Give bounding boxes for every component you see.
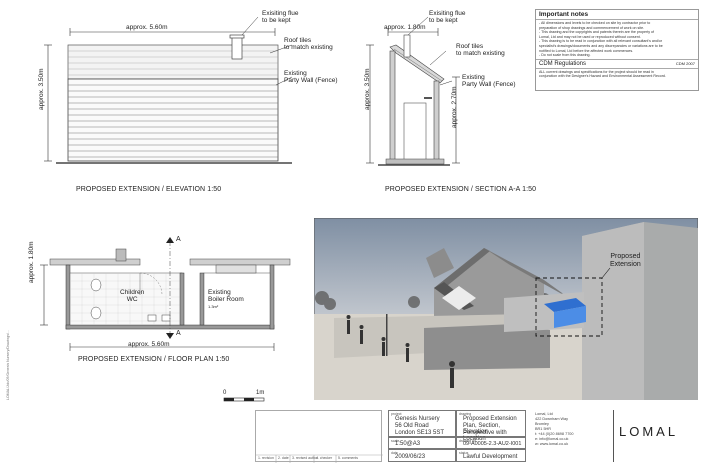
section-marker-bottom: A [176, 330, 181, 337]
section-drawing [366, 16, 460, 166]
elevation-title: PROPOSED EXTENSION / ELEVATION 1:50 [76, 186, 222, 193]
cdm-year: CDM 2007 [675, 60, 695, 66]
scale-cell: scale 1:50@A3 [388, 437, 456, 449]
project-address-2: London SE13 5ST [395, 430, 445, 436]
date-cell: date 2009/06/23 [388, 449, 456, 462]
lomal-logo: LOMAL [619, 424, 679, 439]
important-notes-panel: Important notes - All dimensions and lev… [535, 9, 699, 91]
cdm-label: CDM Regulations [539, 60, 587, 67]
floorplan-title: PROPOSED EXTENSION / FLOOR PLAN 1:50 [78, 356, 230, 363]
status-key: status [459, 451, 469, 455]
section-title: PROPOSED EXTENSION / SECTION A-A 1:50 [385, 186, 537, 193]
drawing-number-cell: drawing no. 09-A0005-2.3-AU2-I001 [456, 437, 526, 449]
drawing-number-value: 09-A0005-2.3-AU2-I001 [463, 441, 522, 447]
project-name: Genesis Nursery [395, 416, 440, 422]
scale-value: 1:50@A3 [395, 441, 421, 447]
floorplan-width-dimension: approx. 5.60m [128, 341, 170, 348]
section-width-dimension: approx. 1.80m [384, 24, 426, 31]
notes-body: - All dimensions and levels to be checke… [539, 21, 663, 58]
title-block: 1. revision 2. date 3. revised author 4.… [255, 410, 695, 463]
drawing-line-3: Perspective with Location [463, 430, 507, 442]
elevation-width-dimension: approx. 5.60m [126, 24, 168, 31]
elevation-drawing [44, 16, 293, 164]
scale-bar-start: 0 [223, 390, 227, 396]
revision-table: 1. revision 2. date 3. revised author 4.… [255, 410, 383, 463]
project-cell: project Genesis Nursery 56 Old Road Lond… [388, 410, 456, 437]
project-key: project [391, 412, 402, 416]
cdm-body: ALL current drawings and specifications … [539, 69, 666, 79]
scale-key: scale [391, 439, 400, 443]
drawing-cell: drawing Proposed Extension Plan, Section… [456, 410, 526, 442]
date-key: date [391, 451, 398, 455]
rev-col-1: 1. revision [258, 456, 274, 460]
project-address-1: 56 Old Road [395, 423, 429, 429]
cdm-row: CDM Regulations CDM 2007 [536, 58, 698, 69]
elevation-height-dimension: approx. 3.50m [38, 68, 45, 110]
section-height-dimension: approx. 3.50m [364, 68, 371, 110]
status-cell: status Lawful Development [456, 449, 526, 462]
drawing-line-1: Proposed Extension [463, 416, 517, 422]
rev-col-3: 3. revised author [292, 456, 319, 460]
rev-col-5: 5. comments [338, 456, 359, 460]
notes-header: Important notes [536, 10, 698, 20]
date-value: 2009/06/23 [395, 454, 426, 460]
rev-col-2: 2. date [278, 456, 289, 460]
drawing-number-key: drawing no. [459, 439, 478, 443]
rev-col-4: 4. checker [316, 456, 333, 460]
scale-bar-end: 1m [256, 390, 265, 396]
section-marker-top: A [176, 236, 181, 243]
scale-bar [223, 397, 265, 402]
drawing-key: drawing [459, 412, 472, 416]
drawing-line-2: Plan, Section, Elevation [463, 423, 501, 435]
floor-plan-drawing [40, 237, 291, 351]
file-path-vertical: LOMAL/Job/09/Genesis Nursery/Drawings/..… [6, 330, 10, 400]
status-value: Lawful Development [463, 454, 518, 460]
logo-divider [613, 410, 614, 462]
office-address: Lomal, Ltd 422 Downham Way Bromley BR1 5… [535, 412, 574, 446]
perspective-render [314, 218, 698, 400]
floorplan-height-dimension: approx. 1.80m [28, 241, 35, 283]
section-inner-height-dimension: approx. 2.70m [451, 86, 458, 128]
